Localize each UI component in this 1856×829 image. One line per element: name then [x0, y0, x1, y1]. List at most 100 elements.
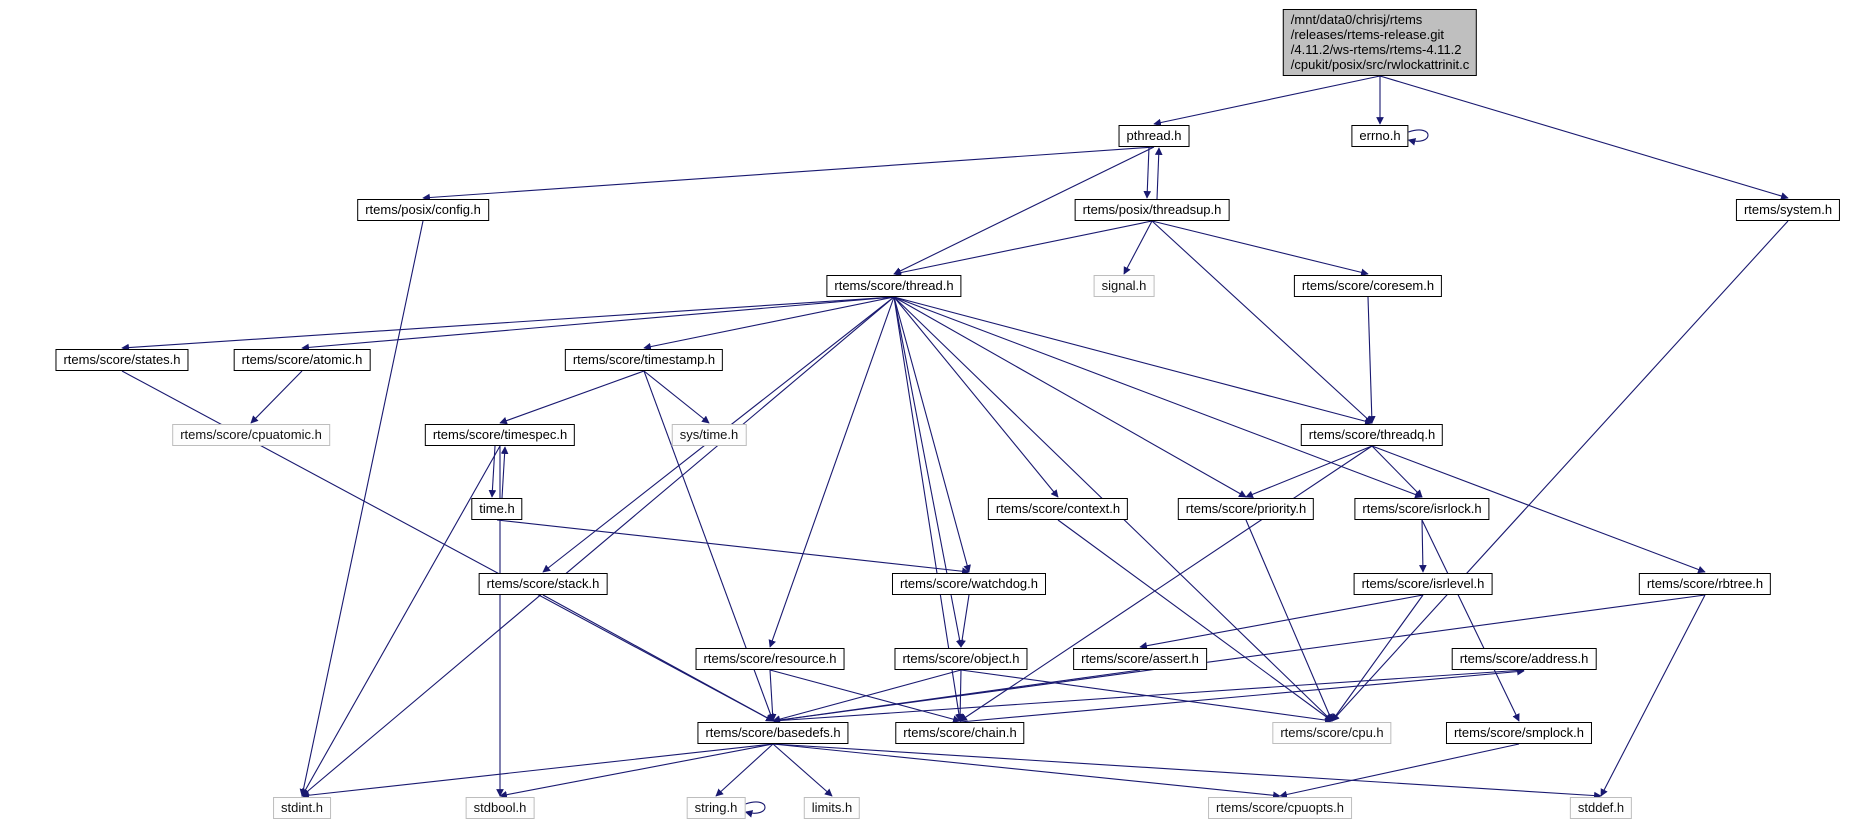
graph-node-label: rtems/posix/config.h: [365, 202, 481, 217]
graph-node-rtems-score-priority.h[interactable]: rtems/score/priority.h: [1177, 498, 1315, 520]
graph-node-stdbool.h[interactable]: stdbool.h: [465, 797, 535, 819]
graph-node-rtems-score-resource.h[interactable]: rtems/score/resource.h: [695, 648, 845, 670]
edge: [893, 296, 1423, 499]
graph-node-rtems-score-states.h[interactable]: rtems/score/states.h: [55, 349, 189, 371]
graph-node-label: rtems/score/cpuopts.h: [1216, 800, 1344, 815]
graph-node-label: errno.h: [1359, 128, 1401, 143]
graph-node-stdint.h[interactable]: stdint.h: [273, 797, 331, 819]
graph-node-errno.h[interactable]: errno.h: [1351, 125, 1409, 147]
edge: [893, 296, 1373, 425]
graph-node-rtems-score-isrlevel.h[interactable]: rtems/score/isrlevel.h: [1353, 573, 1493, 595]
graph-node-rtems-score-rbtree.h[interactable]: rtems/score/rbtree.h: [1638, 573, 1772, 595]
graph-node-label: rtems/score/stack.h: [486, 576, 600, 591]
graph-node-rtems-score-chain.h[interactable]: rtems/score/chain.h: [895, 722, 1025, 744]
edge: [643, 370, 710, 424]
graph-node-label: /releases/rtems-release.git: [1290, 27, 1444, 42]
edge: [542, 594, 774, 722]
edge: [1279, 743, 1520, 799]
graph-node-rtems-score-timespec.h[interactable]: rtems/score/timespec.h: [424, 424, 576, 446]
edge: [772, 743, 1602, 800]
graph-node-rtems-posix-threadsup.h[interactable]: rtems/posix/threadsup.h: [1074, 199, 1230, 221]
graph-node-rtems-score-coresem.h[interactable]: rtems/score/coresem.h: [1293, 275, 1443, 297]
graph-node-rtems-score-context.h[interactable]: rtems/score/context.h: [987, 498, 1129, 520]
graph-node-time.h[interactable]: time.h: [471, 498, 523, 520]
graph-node-rtems-system.h[interactable]: rtems/system.h: [1735, 199, 1841, 221]
edge: [772, 669, 1525, 725]
edge: [301, 445, 501, 797]
graph-node-label: stdint.h: [281, 800, 323, 815]
edge: [301, 743, 774, 800]
graph-node-rtems-score-smplock.h[interactable]: rtems/score/smplock.h: [1445, 722, 1593, 744]
edge: [893, 296, 971, 573]
graph-node-label: pthread.h: [1126, 128, 1182, 143]
edge-self-loop: [1407, 129, 1429, 146]
graph-node-label: stddef.h: [1577, 800, 1625, 815]
edge: [1245, 445, 1373, 498]
edge: [1057, 519, 1333, 722]
graph-node-label: rtems/score/atomic.h: [241, 352, 363, 367]
graph-node-rtems-score-watchdog.h[interactable]: rtems/score/watchdog.h: [891, 573, 1047, 595]
graph-node-signal.h[interactable]: signal.h: [1093, 275, 1155, 297]
edge: [772, 743, 833, 797]
graph-node-label: rtems/score/isrlevel.h: [1361, 576, 1485, 591]
edge: [1245, 519, 1333, 722]
edge: [500, 446, 509, 499]
graph-node-sys-time.h[interactable]: sys/time.h: [671, 424, 747, 446]
graph-node-label: /cpukit/posix/src/rwlockattrinit.c: [1290, 57, 1470, 72]
graph-node-rtems-score-cpu.h[interactable]: rtems/score/cpu.h: [1272, 722, 1392, 744]
graph-node-label: rtems/score/chain.h: [903, 725, 1017, 740]
edge: [959, 445, 1373, 722]
edge: [772, 594, 1706, 724]
graph-node-rtems-score-cpuopts.h[interactable]: rtems/score/cpuopts.h: [1208, 797, 1352, 819]
edge: [715, 743, 774, 797]
graph-node-stddef.h[interactable]: stddef.h: [1569, 797, 1633, 819]
graph-node-label: rtems/score/states.h: [63, 352, 181, 367]
graph-node-rtems-score-stack.h[interactable]: rtems/score/stack.h: [478, 573, 608, 595]
graph-node-label: rtems/score/priority.h: [1185, 501, 1307, 516]
graph-node-label: rtems/score/cpu.h: [1280, 725, 1384, 740]
graph-node-label: string.h: [694, 800, 738, 815]
graph-node-rtems-score-cpuatomic.h[interactable]: rtems/score/cpuatomic.h: [172, 424, 330, 446]
graph-node-label: rtems/score/assert.h: [1081, 651, 1199, 666]
edge: [772, 743, 1281, 800]
graph-node-label: rtems/score/context.h: [995, 501, 1121, 516]
edge: [959, 667, 1525, 723]
edge: [301, 296, 895, 797]
edge: [893, 296, 1247, 498]
graph-node-rtems-score-basedefs.h[interactable]: rtems/score/basedefs.h: [697, 722, 849, 744]
graph-node-pthread.h[interactable]: pthread.h: [1118, 125, 1190, 147]
graph-node-label: rtems/system.h: [1743, 202, 1833, 217]
graph-node-label: rtems/score/cpuatomic.h: [180, 427, 322, 442]
graph-node-rtems-score-timestamp.h[interactable]: rtems/score/timestamp.h: [564, 349, 724, 371]
graph-node-rtems-score-address.h[interactable]: rtems/score/address.h: [1451, 648, 1597, 670]
graph-node-label: limits.h: [811, 800, 853, 815]
graph-node-label: rtems/score/coresem.h: [1301, 278, 1435, 293]
graph-node-label: rtems/score/object.h: [902, 651, 1020, 666]
edge: [301, 296, 895, 352]
graph-node-rtems-score-thread.h[interactable]: rtems/score/thread.h: [826, 275, 962, 297]
graph-node-string.h[interactable]: string.h: [686, 797, 746, 819]
graph-node-rtems-score-object.h[interactable]: rtems/score/object.h: [894, 648, 1028, 670]
edge: [769, 669, 961, 723]
edge: [422, 146, 1155, 202]
graph-node-label: rtems/score/threadq.h: [1308, 427, 1436, 442]
graph-node-label: rtems/score/timestamp.h: [572, 352, 716, 367]
graph-node-label: rtems/score/resource.h: [703, 651, 837, 666]
graph-node-label: /4.11.2/ws-rtems/rtems-4.11.2: [1290, 42, 1462, 57]
graph-node-root: /mnt/data0/chrisj/rtems/releases/rtems-r…: [1282, 9, 1478, 76]
graph-node-label: /mnt/data0/chrisj/rtems: [1290, 12, 1423, 27]
graph-node-rtems-score-atomic.h[interactable]: rtems/score/atomic.h: [233, 349, 371, 371]
edge: [1421, 519, 1520, 722]
graph-node-label: rtems/score/watchdog.h: [899, 576, 1039, 591]
graph-node-limits.h[interactable]: limits.h: [803, 797, 861, 819]
graph-node-label: rtems/score/thread.h: [834, 278, 954, 293]
graph-node-rtems-score-assert.h[interactable]: rtems/score/assert.h: [1073, 648, 1207, 670]
graph-node-rtems-posix-config.h[interactable]: rtems/posix/config.h: [357, 199, 489, 221]
edge: [1367, 296, 1376, 424]
graph-node-rtems-score-isrlock.h[interactable]: rtems/score/isrlock.h: [1354, 498, 1490, 520]
graph-node-rtems-score-threadq.h[interactable]: rtems/score/threadq.h: [1300, 424, 1444, 446]
edge: [1139, 594, 1424, 650]
